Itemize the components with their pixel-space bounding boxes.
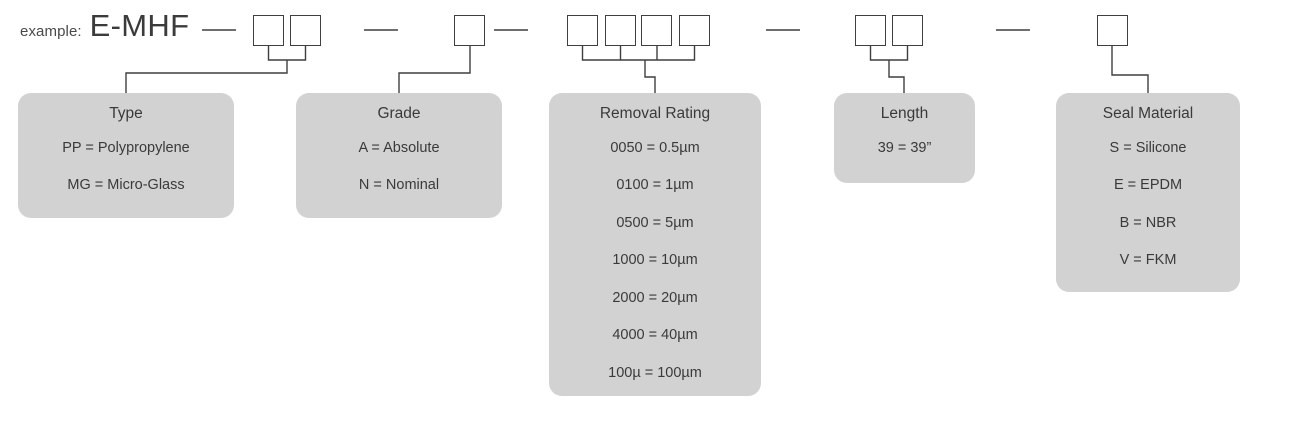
panel-grade-title: Grade bbox=[377, 105, 421, 122]
panel-length-row: 39 = 39” bbox=[877, 139, 932, 156]
slot-length-1[interactable] bbox=[855, 15, 886, 46]
panel-type-row: PP = Polypropylene bbox=[62, 139, 190, 156]
wire-grade bbox=[398, 46, 471, 94]
panel-seal-material: Seal Material S = Silicone E = EPDM B = … bbox=[1056, 93, 1240, 292]
slot-grade-1[interactable] bbox=[454, 15, 485, 46]
slot-removal-rating-1[interactable] bbox=[567, 15, 598, 46]
panel-seal-material-title: Seal Material bbox=[1102, 105, 1194, 122]
slot-type-2[interactable] bbox=[290, 15, 321, 46]
slot-length-2[interactable] bbox=[892, 15, 923, 46]
example-lead-text: example: bbox=[20, 23, 82, 40]
wire-removal-rating bbox=[581, 46, 696, 61]
wire-seal-material bbox=[1111, 46, 1149, 94]
panel-length-title: Length bbox=[880, 105, 929, 122]
panel-seal-material-row: V = FKM bbox=[1119, 252, 1177, 268]
slot-seal-material-1[interactable] bbox=[1097, 15, 1128, 46]
wire-type bbox=[125, 60, 288, 94]
panel-seal-material-row: B = NBR bbox=[1119, 214, 1177, 231]
panel-removal-rating-row: 0050 = 0.5µm bbox=[610, 139, 700, 156]
wire-type bbox=[267, 46, 307, 61]
panel-type: Type PP = Polypropylene MG = Micro-Glass bbox=[18, 93, 234, 218]
wire-removal-rating bbox=[644, 60, 656, 94]
panel-removal-rating-row: 1000 = 10µm bbox=[612, 252, 698, 268]
panel-removal-rating-row: 2000 = 20µm bbox=[612, 289, 698, 306]
wire-length bbox=[869, 46, 909, 61]
panel-removal-rating-title: Removal Rating bbox=[599, 105, 711, 122]
panel-removal-rating-row: 4000 = 40µm bbox=[612, 327, 698, 343]
panel-type-title: Type bbox=[109, 105, 143, 122]
panel-seal-material-row: S = Silicone bbox=[1109, 139, 1187, 156]
slot-type-1[interactable] bbox=[253, 15, 284, 46]
slot-removal-rating-4[interactable] bbox=[679, 15, 710, 46]
example-label: example: E-MHF bbox=[20, 8, 189, 44]
slot-removal-rating-2[interactable] bbox=[605, 15, 636, 46]
panel-grade-row: A = Absolute bbox=[358, 139, 440, 156]
panel-removal-rating-row: 0100 = 1µm bbox=[616, 177, 694, 193]
panel-removal-rating-row: 0500 = 5µm bbox=[616, 214, 694, 231]
example-code-text: E-MHF bbox=[89, 8, 190, 43]
panel-removal-rating-row: 100µ = 100µm bbox=[608, 364, 702, 381]
panel-length: Length 39 = 39” bbox=[834, 93, 975, 183]
panel-seal-material-row: E = EPDM bbox=[1113, 177, 1183, 193]
panel-type-row: MG = Micro-Glass bbox=[67, 177, 185, 193]
panel-grade: Grade A = Absolute N = Nominal bbox=[296, 93, 502, 218]
slot-removal-rating-3[interactable] bbox=[641, 15, 672, 46]
wire-length bbox=[888, 60, 905, 94]
panel-removal-rating: Removal Rating 0050 = 0.5µm 0100 = 1µm 0… bbox=[549, 93, 761, 396]
panel-grade-row: N = Nominal bbox=[358, 177, 440, 193]
